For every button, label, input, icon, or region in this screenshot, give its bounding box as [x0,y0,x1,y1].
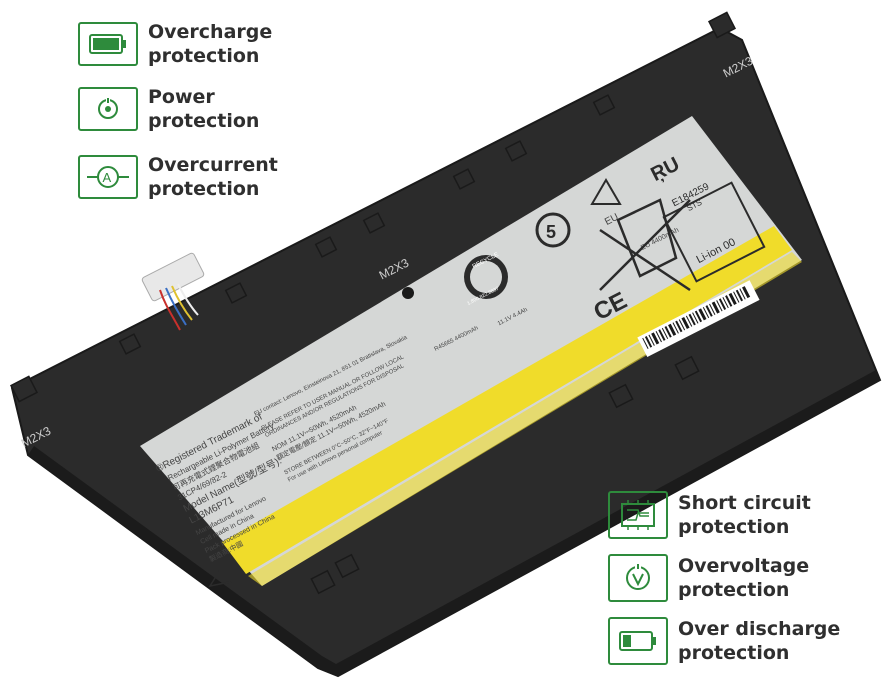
barcode [637,280,760,358]
ammeter-icon: A [78,155,138,199]
feature-power: Power protection [78,85,259,133]
svg-text:5: 5 [546,222,556,242]
feature-overvoltage: Overvoltage protection [608,554,809,602]
circuit-board-icon [608,491,668,539]
feature-label: Short circuit protection [678,492,811,538]
feature-label: Overvoltage protection [678,555,810,601]
warning-stripe [222,226,792,574]
warning-icon [208,568,232,588]
battery-label [140,116,802,586]
feature-label: Overcharge protection [148,21,273,67]
feature-label: Overcurrent protection [148,154,278,200]
feature-label: Power protection [148,86,260,132]
feature-short-circuit: Short circuit protection [608,491,811,539]
feature-label: Over discharge protection [678,618,841,664]
screw-hole [402,287,414,299]
power-icon [78,87,138,131]
recycle-5-icon: 5 [535,212,571,248]
weee-bin-icon [599,198,691,292]
cable-connector [141,252,205,331]
feature-over-discharge: Over discharge protection [608,617,840,665]
voltmeter-icon [608,554,668,602]
svg-text:A: A [103,170,112,185]
battery-full-icon [78,22,138,66]
feature-overcurrent: A Overcurrent protection [78,153,278,201]
battery-low-icon [608,617,668,665]
feature-overcharge: Overcharge protection [78,20,272,68]
